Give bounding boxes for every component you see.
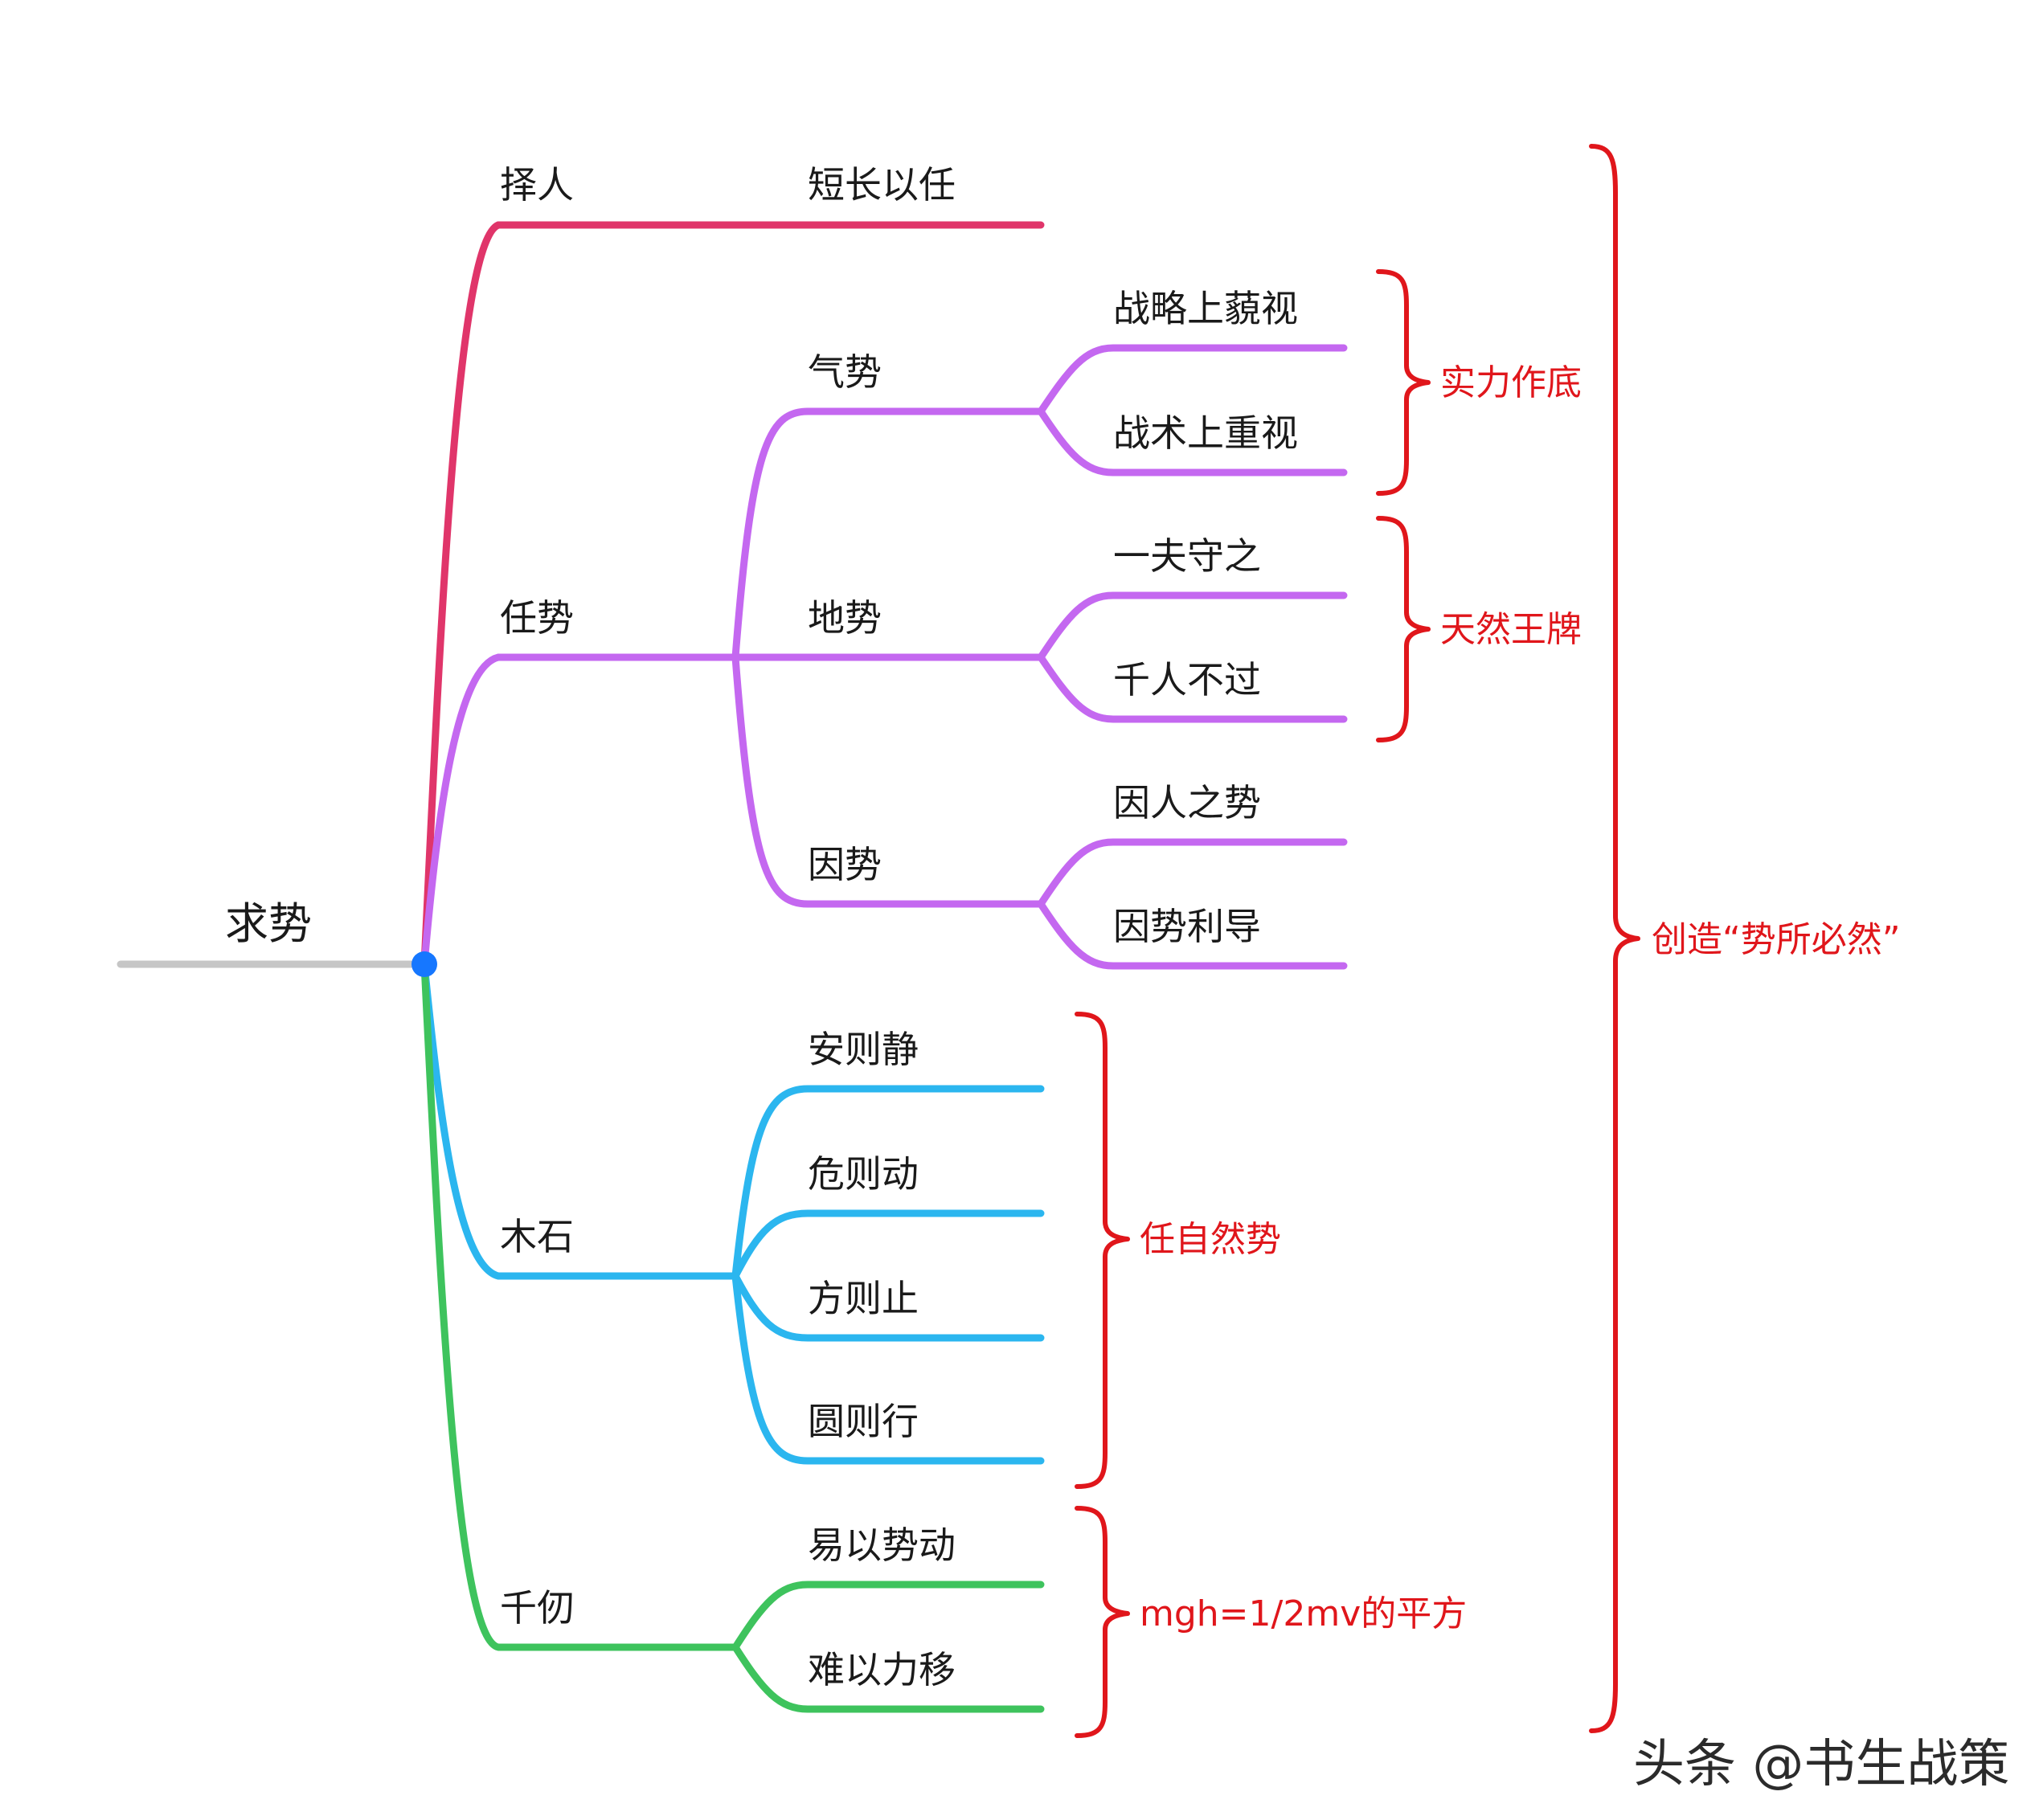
- brace-overall: [1589, 144, 1640, 1733]
- leaf-weizedong-label: 危则动: [808, 1152, 919, 1196]
- branch-qianren-label: 千仞: [500, 1586, 574, 1630]
- leaf-yuanzexing-line: [731, 1272, 1045, 1465]
- leaf-anzejing-line: [731, 1085, 1045, 1280]
- annotation-overall-label: 创造“势所必然”: [1652, 919, 1901, 960]
- branch-renshi-label: 任势: [500, 596, 574, 640]
- brace-mushi: [1075, 1012, 1130, 1489]
- branch-renshi: 任势 气势 战略上藐视 战术上重视 地势 一夫守之 千人不过 因势 因人之势 因…: [420, 287, 1348, 970]
- branch-mushi-line: [420, 960, 739, 1280]
- brace-qishi: [1376, 269, 1431, 496]
- sub-dishi-label: 地势: [808, 596, 882, 640]
- branch-mushi: 木石 安则静 危则动 方则止 圆则行: [420, 960, 1045, 1465]
- annotation-mushi-label: 任自然势: [1140, 1219, 1281, 1260]
- annotation-qishi-label: 实力作底: [1440, 362, 1582, 403]
- leaf-lidao-line: [1037, 900, 1348, 970]
- annotation-qianren-label: mgh=1/2mv的平方: [1140, 1593, 1467, 1634]
- leaf-zhongshi-line: [1037, 407, 1348, 476]
- leaf-nanyili-line: [731, 1643, 1045, 1713]
- leaf-yiyishi-line: [731, 1581, 1045, 1651]
- leaf-anzejing-label: 安则静: [808, 1028, 919, 1071]
- leaf-yifu-line: [1037, 591, 1348, 661]
- branch-renshi-line: [420, 653, 739, 968]
- sub-qishi-label: 气势: [808, 350, 882, 394]
- annotation-qianren: mgh=1/2mv的平方: [1075, 1506, 1467, 1738]
- branch-qianren: 千仞 易以势动 难以力移: [420, 960, 1045, 1713]
- leaf-fangzezhi-label: 方则止: [808, 1277, 919, 1320]
- leaf-zhongshi-label: 战术上重视: [1113, 411, 1298, 455]
- sub-yinshi-line: [731, 653, 1045, 908]
- root-node-dot: [411, 951, 437, 977]
- leaf-qianren-buguo-line: [1037, 653, 1348, 723]
- leaf-yinren-line: [1037, 838, 1348, 908]
- leaf-lidao-label: 因势利导: [1113, 905, 1261, 948]
- root-label: 求势: [225, 898, 312, 949]
- annotation-qishi: 实力作底: [1376, 269, 1582, 496]
- branch-mushi-label: 木石: [500, 1215, 574, 1258]
- leaf-miaoshi-label: 战略上藐视: [1113, 287, 1298, 330]
- leaf-duanchang-label: 短长以任: [808, 163, 956, 207]
- branch-zeren-line: [420, 221, 1045, 968]
- leaf-fangzezhi-line: [731, 1272, 1045, 1342]
- brace-dishi: [1376, 516, 1431, 742]
- leaf-yiyishi-label: 易以势动: [808, 1523, 956, 1567]
- leaf-yifu-label: 一夫守之: [1113, 534, 1261, 578]
- watermark: 头条 @书生战策: [1633, 1735, 2009, 1794]
- annotation-overall: 创造“势所必然”: [1589, 144, 1901, 1733]
- leaf-yinren-label: 因人之势: [1113, 781, 1261, 824]
- sub-yinshi-label: 因势: [808, 843, 882, 886]
- leaf-yuanzexing-label: 圆则行: [808, 1400, 919, 1443]
- leaf-miaoshi-line: [1037, 344, 1348, 415]
- branch-qianren-line: [420, 960, 739, 1651]
- leaf-qianren-buguo-label: 千人不过: [1113, 658, 1261, 701]
- branch-zeren-label: 择人: [500, 163, 574, 207]
- branch-zeren: 择人 短长以任: [420, 163, 1045, 968]
- annotation-mushi: 任自然势: [1075, 1012, 1281, 1489]
- leaf-nanyili-label: 难以力移: [808, 1648, 956, 1691]
- annotation-dishi-label: 天然王牌: [1440, 609, 1582, 650]
- brace-qianren: [1075, 1506, 1130, 1738]
- leaf-weizedong-line: [731, 1209, 1045, 1280]
- sub-qishi-line: [731, 407, 1045, 661]
- annotation-dishi: 天然王牌: [1376, 516, 1582, 742]
